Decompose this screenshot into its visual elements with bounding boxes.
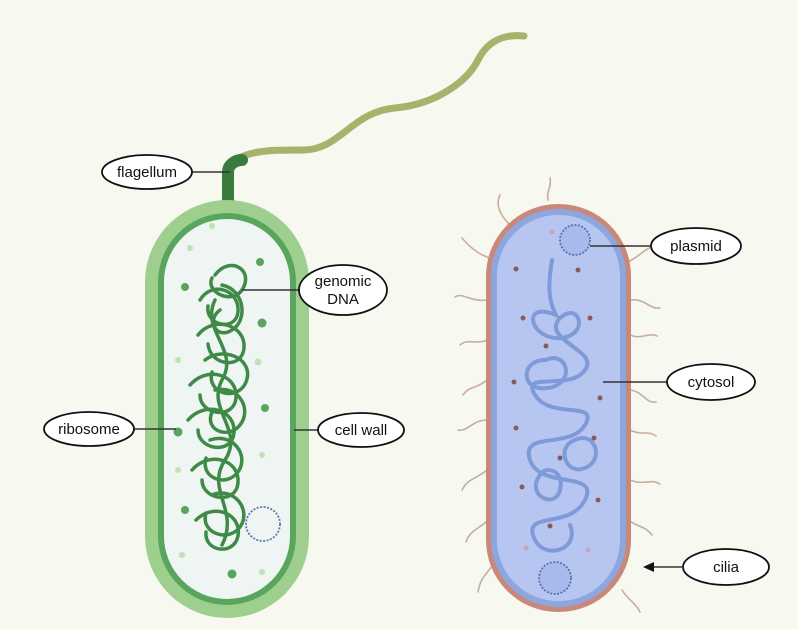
- label-cell-wall: cell wall: [318, 413, 404, 447]
- ribosome-dot: [520, 485, 525, 490]
- ribosome-dot: [521, 316, 526, 321]
- ribosome-dot: [256, 258, 264, 266]
- ribosome-dot: [596, 498, 601, 503]
- ribosome-dot: [261, 404, 269, 412]
- ribosome-dot: [179, 552, 185, 558]
- ribosome-dot: [544, 344, 549, 349]
- label-genomic-dna: genomic DNA: [299, 265, 387, 315]
- blue-plasmid-bottom: [539, 562, 571, 594]
- ribosome-dot: [598, 396, 603, 401]
- label-flagellum: flagellum: [102, 155, 192, 189]
- ribosome-dot: [175, 467, 181, 473]
- label-cytosol: cytosol: [667, 364, 755, 400]
- ribosome-dot: [228, 570, 237, 579]
- ribosome-dot: [514, 426, 519, 431]
- ribosome-dot: [586, 548, 591, 553]
- blue-plasmid-top: [560, 225, 590, 255]
- ribosome-dot: [524, 546, 529, 551]
- label-ribosome-text: ribosome: [58, 421, 120, 438]
- ribosome-dot: [514, 267, 519, 272]
- label-cilia-text: cilia: [713, 559, 739, 576]
- ribosome-dot: [175, 357, 181, 363]
- ribosome-dot: [255, 359, 262, 366]
- ribosome-dot: [548, 524, 553, 529]
- green-cytoplasm: [164, 219, 290, 599]
- label-plasmid-text: plasmid: [670, 238, 722, 255]
- ribosome-dot: [558, 456, 563, 461]
- ribosome-dot: [550, 230, 555, 235]
- ribosome-dot: [592, 436, 597, 441]
- ribosome-dot: [181, 506, 189, 514]
- label-cell-wall-text: cell wall: [335, 422, 388, 439]
- ribosome-dot: [209, 223, 215, 229]
- label-cytosol-text: cytosol: [688, 374, 735, 391]
- ribosome-dot: [588, 316, 593, 321]
- ribosome-dot: [576, 268, 581, 273]
- ribosome-dot: [258, 319, 267, 328]
- ribosome-dot: [512, 380, 517, 385]
- label-cilia: cilia: [683, 549, 769, 585]
- ribosome-dot: [259, 452, 265, 458]
- ribosome-dot: [259, 569, 265, 575]
- ribosome-dot: [187, 245, 193, 251]
- label-ribosome: ribosome: [44, 412, 134, 446]
- label-plasmid: plasmid: [651, 228, 741, 264]
- label-flagellum-text: flagellum: [117, 164, 177, 181]
- label-genomic-dna-text-line2: DNA: [327, 291, 359, 308]
- ribosome-dot: [181, 283, 189, 291]
- label-genomic-dna-text-line1: genomic: [315, 273, 372, 290]
